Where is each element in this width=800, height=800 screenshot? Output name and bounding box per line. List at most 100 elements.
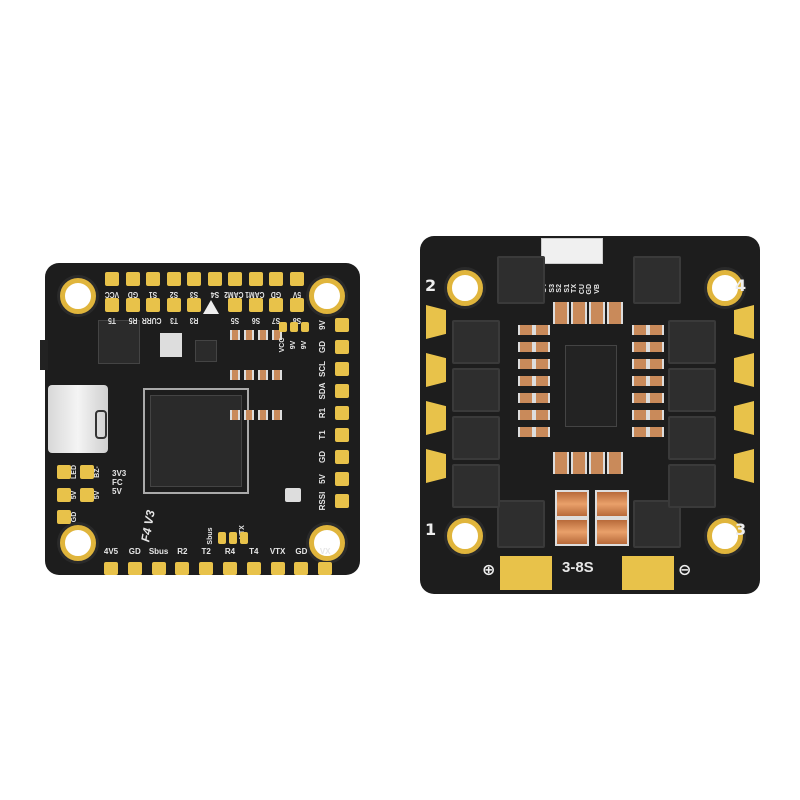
- side-button: [40, 340, 48, 370]
- solder-pad-rssi: [335, 494, 349, 508]
- inductor: [555, 518, 589, 546]
- capacitor: [518, 410, 534, 420]
- usb-c-opening: [95, 410, 107, 439]
- pad-label: T3: [169, 316, 178, 325]
- smd-component: [230, 410, 240, 420]
- capacitor: [534, 410, 550, 420]
- pad-label: GD: [128, 547, 141, 556]
- connector-label: VB: [593, 284, 601, 294]
- motor-pad-left: [426, 449, 446, 483]
- usb-c-port: [48, 385, 108, 453]
- solder-pad-t4: [246, 562, 261, 575]
- regulator-chip: [195, 340, 217, 362]
- pad-label: RSSI: [318, 491, 327, 511]
- mcu-chip: [150, 395, 242, 487]
- pad-label: GD: [71, 511, 78, 523]
- capacitor: [632, 342, 648, 352]
- pad-label: 4V5: [103, 547, 119, 556]
- mosfet: [452, 464, 500, 508]
- pad-label: GD: [127, 290, 138, 299]
- solder-pad: [57, 510, 71, 524]
- pad-label: S4: [210, 290, 219, 299]
- mounting-hole: [707, 518, 743, 554]
- gyro-chip: [98, 320, 140, 364]
- capacitor: [589, 452, 605, 474]
- pad-label: BZ-: [94, 466, 101, 478]
- solder-pad-r4: [223, 562, 237, 575]
- solder-pad-s1: [146, 272, 160, 286]
- small-pad: [301, 322, 309, 332]
- smd-component: [244, 370, 254, 380]
- solder-pad-t5: [105, 298, 119, 312]
- pad-label: Sbus: [148, 547, 169, 556]
- mosfet: [452, 320, 500, 364]
- mounting-hole: [60, 525, 96, 561]
- capacitor: [534, 325, 550, 335]
- capacitor: [632, 359, 648, 369]
- smd-component: [244, 410, 254, 420]
- pad-label: 5V: [292, 290, 301, 299]
- smd-component: [258, 370, 268, 380]
- connector-label: CU: [578, 284, 586, 295]
- small-pad: [229, 532, 237, 544]
- smd-component: [244, 330, 254, 340]
- solder-pad-gd: [125, 272, 140, 286]
- solder-pad-curr: [146, 298, 160, 312]
- smd-component: [272, 330, 282, 340]
- solder-pad-vtx: [270, 562, 285, 575]
- smd-component: [272, 370, 282, 380]
- small-pad: [279, 322, 287, 332]
- solder-pad-s4: [207, 272, 222, 286]
- solder-pad-s2: [166, 272, 181, 286]
- solder-pad-r1: [335, 406, 349, 420]
- mosfet: [668, 464, 716, 508]
- solder-pad-sda: [335, 384, 349, 398]
- capacitor: [534, 342, 550, 352]
- solder-pad-gd: [335, 450, 349, 464]
- solder-pad-cam2: [228, 272, 242, 286]
- capacitor: [518, 393, 534, 403]
- mosfet: [452, 368, 500, 412]
- mosfet: [668, 368, 716, 412]
- pad-label: SDA: [318, 382, 327, 400]
- driver-chip: [633, 500, 681, 548]
- small-pad: [218, 532, 226, 544]
- solder-pad-sbus: [151, 562, 166, 575]
- solder-pad-gd: [127, 562, 142, 575]
- motor-pad-right: [734, 401, 754, 435]
- capacitor: [648, 410, 664, 420]
- connector-label: S1: [563, 284, 571, 293]
- capacitor: [632, 376, 648, 386]
- pad-label: 9V: [301, 340, 308, 350]
- solder-pad: [57, 488, 71, 502]
- connector-label: S2: [556, 284, 563, 293]
- capacitor: [632, 410, 648, 420]
- capacitor: [571, 452, 587, 474]
- solder-pad-cam1: [248, 272, 263, 286]
- pad-label: 5V: [318, 474, 327, 484]
- pad-label: R4: [224, 547, 236, 556]
- pad-label: R5: [128, 316, 137, 325]
- capacitor: [648, 342, 664, 352]
- capacitor: [632, 325, 648, 335]
- smd-component: [258, 330, 268, 340]
- pad-label: Sbus: [207, 527, 214, 545]
- mounting-hole: [707, 270, 743, 306]
- capacitor: [534, 427, 550, 437]
- capacitor: [632, 393, 648, 403]
- smd-component: [258, 410, 268, 420]
- battery-pad-positive: [500, 556, 552, 590]
- smd-component: [272, 410, 282, 420]
- solder-pad-t1: [335, 428, 349, 442]
- motor-pad-right: [734, 449, 754, 483]
- signal-connector: [541, 238, 603, 264]
- solder-pad-s5: [228, 298, 242, 312]
- solder-pad-t3: [166, 298, 181, 312]
- motor-number: 3: [735, 520, 747, 539]
- solder-pad-vcc: [105, 272, 119, 286]
- solder-pad-r3: [187, 298, 201, 312]
- driver-chip: [497, 500, 545, 548]
- smd-component: [230, 370, 240, 380]
- polarity-positive: ⊕: [482, 560, 496, 579]
- pad-label: VCC: [279, 337, 286, 353]
